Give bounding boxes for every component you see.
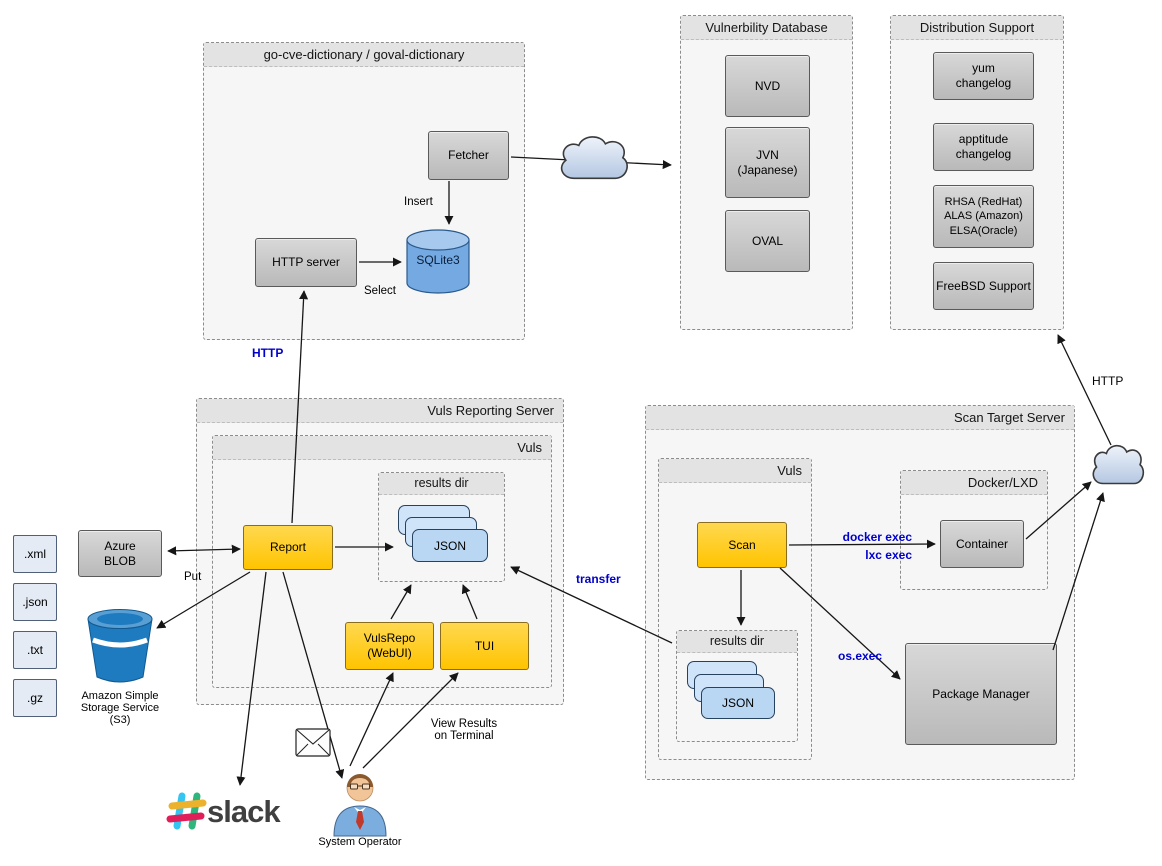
label-docker-exec: docker exec bbox=[842, 530, 912, 544]
node-file-xml: .xml bbox=[13, 535, 57, 573]
label-insert: Insert bbox=[404, 196, 433, 208]
container-header bbox=[213, 436, 551, 460]
container-header bbox=[891, 16, 1063, 40]
envelope-icon bbox=[295, 728, 331, 757]
container-go-cve-dictionary: go-cve-dictionary / goval-dictionary bbox=[203, 42, 525, 340]
cloud-icon bbox=[1093, 446, 1143, 484]
label-transfer: transfer bbox=[576, 572, 621, 586]
node-jvn: JVN (Japanese) bbox=[725, 127, 810, 198]
container-title-dist-support: Distribution Support bbox=[919, 20, 1035, 35]
container-header bbox=[646, 406, 1074, 430]
arrow-fetcher-to-vulndb bbox=[510, 156, 672, 170]
node-report: Report bbox=[243, 525, 333, 570]
container-header bbox=[204, 43, 524, 67]
container-title-reporting-server: Vuls Reporting Server bbox=[427, 403, 554, 418]
person-icon bbox=[333, 774, 387, 837]
label-http-right: HTTP bbox=[1092, 374, 1124, 388]
node-package-manager: Package Manager bbox=[905, 643, 1057, 745]
container-header bbox=[379, 473, 504, 495]
cloud-icon bbox=[562, 137, 628, 178]
container-title-scan-server: Scan Target Server bbox=[953, 410, 1065, 425]
label-view-results: View Results on Terminal bbox=[430, 718, 498, 742]
container-title-reporting-results: results dir bbox=[414, 476, 469, 490]
container-header bbox=[901, 471, 1047, 495]
slack-label: slack bbox=[207, 794, 281, 829]
node-file-txt: .txt bbox=[13, 631, 57, 669]
sqlite3-label: SQLite3 bbox=[416, 253, 460, 267]
label-lxc-exec: lxc exec bbox=[865, 548, 912, 562]
node-yum-changelog: yum changelog bbox=[933, 52, 1034, 100]
container-header bbox=[681, 16, 852, 40]
label-http-left: HTTP bbox=[252, 346, 284, 360]
slack-hash-icon bbox=[166, 792, 207, 830]
node-vulsrepo-webui: VulsRepo (WebUI) bbox=[345, 622, 434, 670]
s3-bucket-icon bbox=[87, 609, 153, 683]
node-azure-blob: Azure BLOB bbox=[78, 530, 162, 577]
node-http-server: HTTP server bbox=[255, 238, 357, 287]
container-header bbox=[197, 399, 563, 423]
container-title-docker-lxd: Docker/LXD bbox=[967, 475, 1038, 490]
node-fetcher: Fetcher bbox=[428, 131, 509, 180]
node-freebsd-support: FreeBSD Support bbox=[933, 262, 1034, 310]
node-rhsa-alas-elsa: RHSA (RedHat) ALAS (Amazon) ELSA(Oracle) bbox=[933, 185, 1034, 248]
node-file-gz: .gz bbox=[13, 679, 57, 717]
node-apptitude-changelog: apptitude changelog bbox=[933, 123, 1034, 171]
container-title-reporting-vuls: Vuls bbox=[517, 440, 542, 455]
node-oval: OVAL bbox=[725, 210, 810, 272]
node-container: Container bbox=[940, 520, 1024, 568]
label-system-operator: System Operator bbox=[318, 836, 402, 848]
label-os-exec: os.exec bbox=[838, 649, 883, 663]
label-select: Select bbox=[364, 285, 396, 297]
node-tui: TUI bbox=[440, 622, 529, 670]
node-scan: Scan bbox=[697, 522, 787, 568]
label-s3: Amazon Simple Storage Service (S3) bbox=[80, 690, 160, 726]
json-card: JSON bbox=[701, 687, 775, 719]
json-card: JSON bbox=[412, 529, 488, 562]
container-title-scan-vuls: Vuls bbox=[777, 463, 802, 478]
container-title-scan-results: results dir bbox=[709, 634, 765, 648]
container-title-vuln-db: Vulnerbility Database bbox=[705, 20, 828, 35]
container-header bbox=[677, 631, 797, 653]
node-nvd: NVD bbox=[725, 55, 810, 117]
label-put: Put bbox=[184, 571, 202, 583]
container-header bbox=[659, 459, 811, 483]
node-file-json: .json bbox=[13, 583, 57, 621]
container-title-go-cve: go-cve-dictionary / goval-dictionary bbox=[263, 47, 465, 62]
